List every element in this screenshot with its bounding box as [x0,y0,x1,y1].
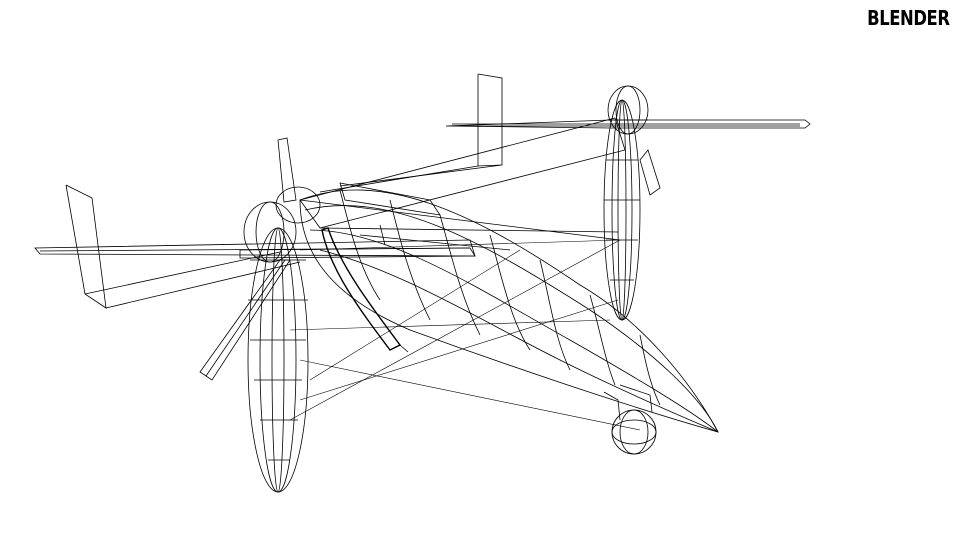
left-nacelle [243,186,321,493]
left-vertical-fin [65,184,301,309]
right-nacelle [603,85,661,321]
bracing-lines [289,239,641,431]
brand-logo: BLENDER [867,6,951,30]
tail-pod [603,384,657,455]
left-rotor-blades [199,137,476,381]
fuselage [299,182,719,433]
right-wing [299,117,626,241]
probe [321,227,409,353]
rear-vertical-fin [319,73,503,193]
